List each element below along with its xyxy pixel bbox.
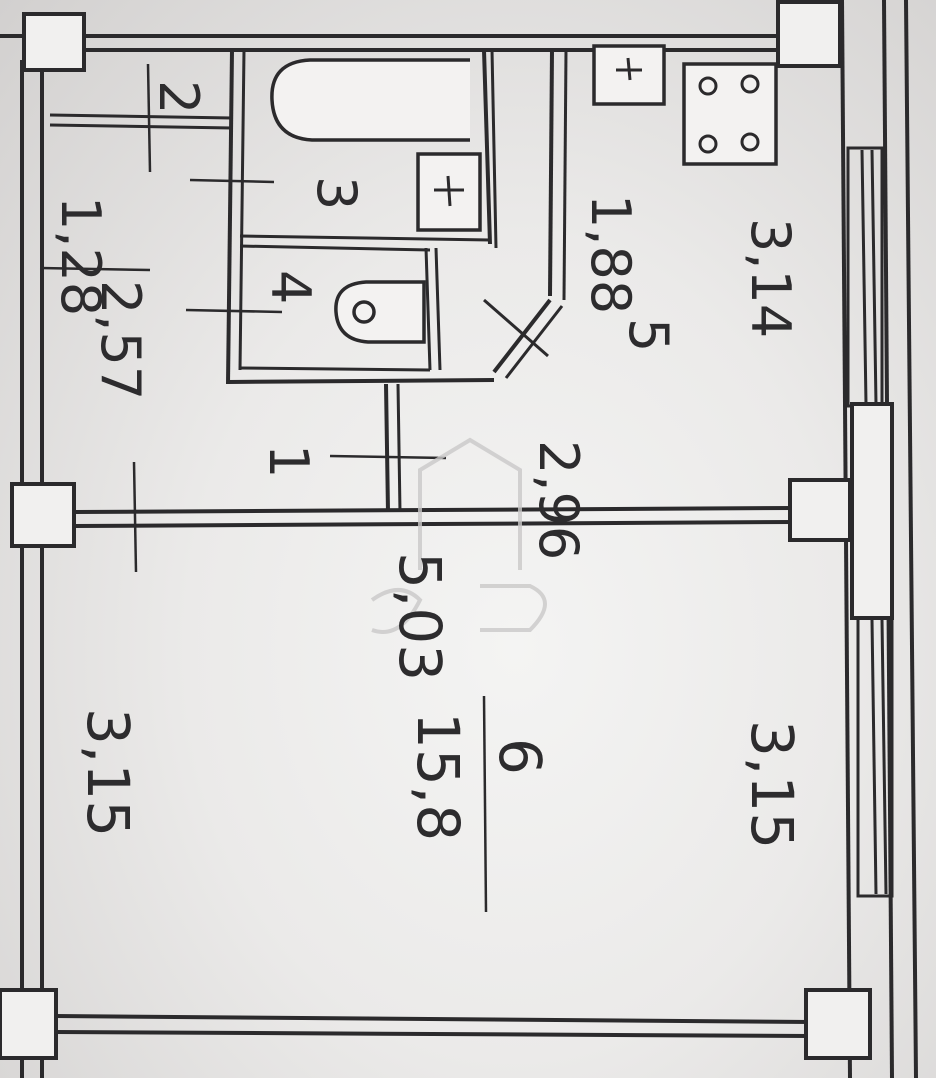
bath-right-wall bbox=[482, 49, 492, 245]
wc-bottom-wall-inner bbox=[239, 366, 431, 372]
kitchen-door bbox=[492, 298, 552, 374]
room6-width: 5,03 bbox=[386, 552, 454, 681]
kitchen-left-wall-2 bbox=[562, 49, 568, 301]
kitchen-window-pane-2 bbox=[870, 149, 878, 405]
bath-left-wall-inner bbox=[238, 49, 246, 371]
stove-burner-3 bbox=[698, 134, 718, 154]
watermark-letter-1 bbox=[370, 588, 423, 634]
column-bottom-left bbox=[0, 988, 58, 1060]
door-swing-mark bbox=[483, 298, 549, 358]
room6-left-length: 3,15 bbox=[74, 708, 142, 837]
bathtub bbox=[270, 58, 470, 142]
watermark-letter-2 bbox=[480, 584, 547, 632]
toilet-bowl bbox=[352, 300, 376, 324]
room-divider-inner bbox=[74, 520, 796, 528]
watermark-logo bbox=[370, 437, 547, 634]
partitions bbox=[49, 49, 568, 513]
pier-right bbox=[850, 402, 894, 620]
stove bbox=[682, 62, 778, 166]
column-top-right bbox=[776, 0, 842, 68]
wc-right-wall-2 bbox=[434, 247, 442, 371]
room5-area: 1,88 bbox=[579, 194, 642, 314]
corridor-length: 2,57 bbox=[89, 280, 152, 400]
windows bbox=[846, 146, 894, 898]
wc-bottom-wall bbox=[227, 378, 495, 384]
corridor-top-partition bbox=[49, 113, 233, 120]
bath-right-wall-inner bbox=[490, 49, 498, 249]
kitchen-window-pane bbox=[860, 149, 868, 405]
bath-wc-partition-2 bbox=[239, 244, 431, 252]
room3-number: 3 bbox=[305, 176, 368, 210]
column-mid-right bbox=[788, 478, 852, 542]
dim-line-corridor bbox=[39, 266, 151, 272]
room1-area: 2,96 bbox=[527, 440, 590, 560]
fraction-bar-room6 bbox=[482, 695, 488, 913]
right-wall-edge bbox=[904, 0, 918, 1078]
dim-line-room2 bbox=[146, 63, 152, 173]
room-window-pane bbox=[870, 619, 878, 895]
hall-partition-2 bbox=[396, 383, 402, 513]
room5-number: 5 bbox=[617, 318, 680, 352]
kitchen-length: 3,14 bbox=[739, 218, 802, 338]
kitchen-left-wall bbox=[548, 49, 554, 297]
room6-area: 15,8 bbox=[404, 712, 472, 841]
wc-right-wall bbox=[424, 247, 432, 371]
bath-wc-partition bbox=[239, 234, 491, 242]
labels: 2 1,28 3 4 2,57 1 2,96 1,88 5 3,14 5,03 … bbox=[49, 80, 806, 849]
room-window-pane-2 bbox=[880, 619, 888, 895]
corridor-top-partition-2 bbox=[49, 123, 233, 130]
room2-area: 1,28 bbox=[49, 196, 112, 316]
toilet bbox=[334, 280, 426, 344]
hall-partition bbox=[384, 383, 390, 513]
bath-left-wall bbox=[226, 49, 234, 385]
dim-line-room3 bbox=[189, 178, 275, 184]
stove-burner-4 bbox=[740, 132, 760, 152]
bottom-wall-outer bbox=[54, 1014, 811, 1024]
dim-line-room1 bbox=[329, 454, 447, 460]
column-top-left bbox=[22, 12, 86, 72]
room-divider-outer bbox=[74, 506, 796, 514]
room6-right-length: 3,15 bbox=[738, 720, 806, 849]
stove-burner-1 bbox=[698, 76, 718, 96]
watermark-building bbox=[418, 437, 522, 570]
room4-number: 4 bbox=[259, 270, 322, 304]
bottom-wall-inner bbox=[54, 1030, 811, 1038]
fixtures bbox=[270, 44, 778, 344]
dim-line-room4 bbox=[185, 308, 283, 314]
stove-burner-2 bbox=[740, 74, 760, 94]
column-bottom-right bbox=[804, 988, 872, 1060]
room6-number: 6 bbox=[486, 738, 554, 775]
columns bbox=[0, 0, 894, 1060]
room1-number: 1 bbox=[257, 444, 320, 478]
dimension-lines bbox=[39, 63, 488, 913]
room2-number: 2 bbox=[147, 80, 210, 114]
column-mid-left bbox=[10, 482, 76, 548]
dim-line-corridor-v bbox=[132, 461, 138, 573]
